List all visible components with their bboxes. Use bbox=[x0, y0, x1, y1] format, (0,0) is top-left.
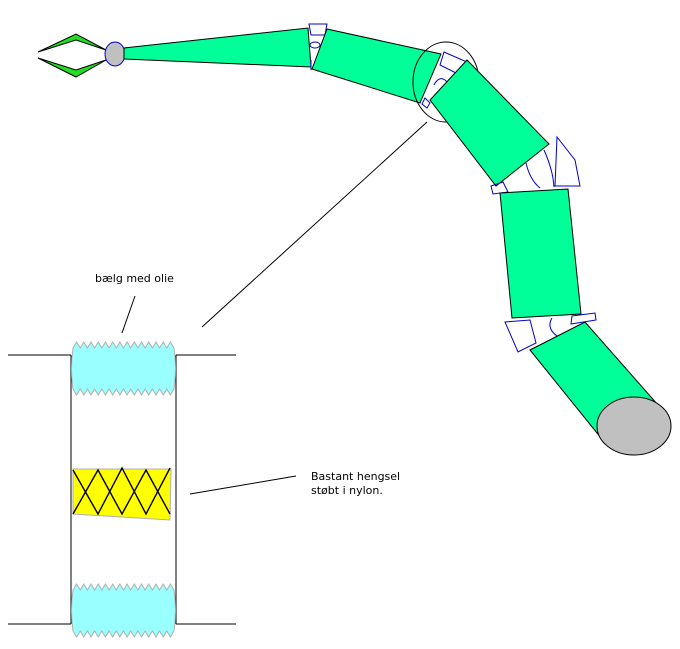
bellows-label: bælg med olie bbox=[95, 272, 174, 285]
hinge-label-line2: støbt i nylon. bbox=[311, 484, 383, 497]
detail-leader-line bbox=[201, 121, 428, 328]
gripper bbox=[37, 33, 126, 78]
base-cap bbox=[596, 396, 672, 456]
joint-3 bbox=[490, 135, 581, 195]
arm-segment-3 bbox=[429, 59, 550, 187]
arm-segment-1 bbox=[123, 27, 312, 68]
arm-segment-2 bbox=[311, 28, 442, 104]
gripper-jaw-lower bbox=[37, 57, 107, 78]
nylon-hinge bbox=[72, 468, 172, 521]
hinge-label-leader bbox=[189, 475, 297, 495]
hinge-label-line1: Bastant hengsel bbox=[311, 470, 401, 483]
bellows-top bbox=[71, 341, 176, 396]
bellows-label-leader bbox=[121, 295, 136, 334]
joint-4 bbox=[504, 312, 597, 353]
arm-segment-4 bbox=[499, 188, 582, 319]
gripper-jaw-upper bbox=[37, 33, 107, 53]
bellows-bottom bbox=[71, 583, 176, 638]
joint-detail-view bbox=[8, 295, 297, 638]
wrist-joint bbox=[104, 41, 126, 67]
hinge-lattice bbox=[72, 466, 171, 516]
